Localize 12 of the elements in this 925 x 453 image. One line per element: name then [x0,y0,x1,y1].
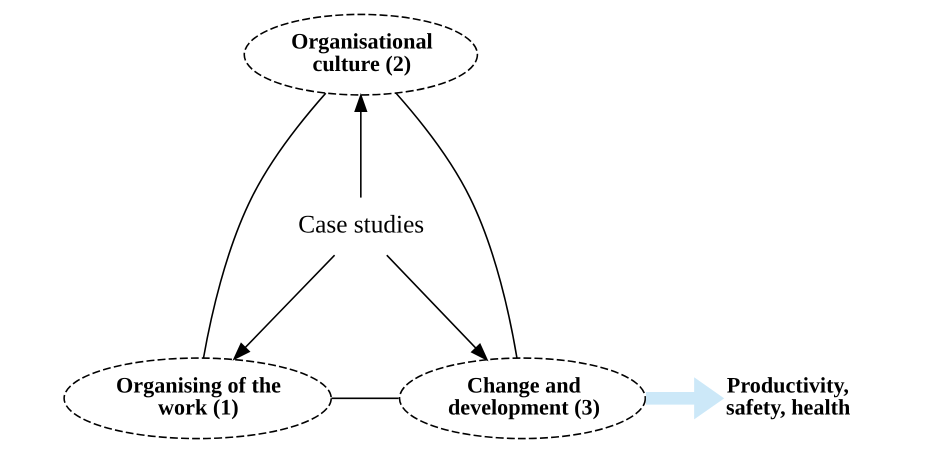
arrow [386,254,489,362]
connector [202,92,326,358]
arrow [646,377,724,420]
node-ellipse: Change and development (3) [398,357,646,440]
arrow [232,254,336,361]
connector [332,398,399,400]
node-ellipse: Organising of the work (1) [63,357,332,440]
node-text: Case studies [298,210,424,239]
node-text: Productivity, safety, health [726,372,850,420]
node-ellipse: Organisational culture (2) [243,14,478,96]
arrow [354,92,368,198]
connector [395,92,518,358]
